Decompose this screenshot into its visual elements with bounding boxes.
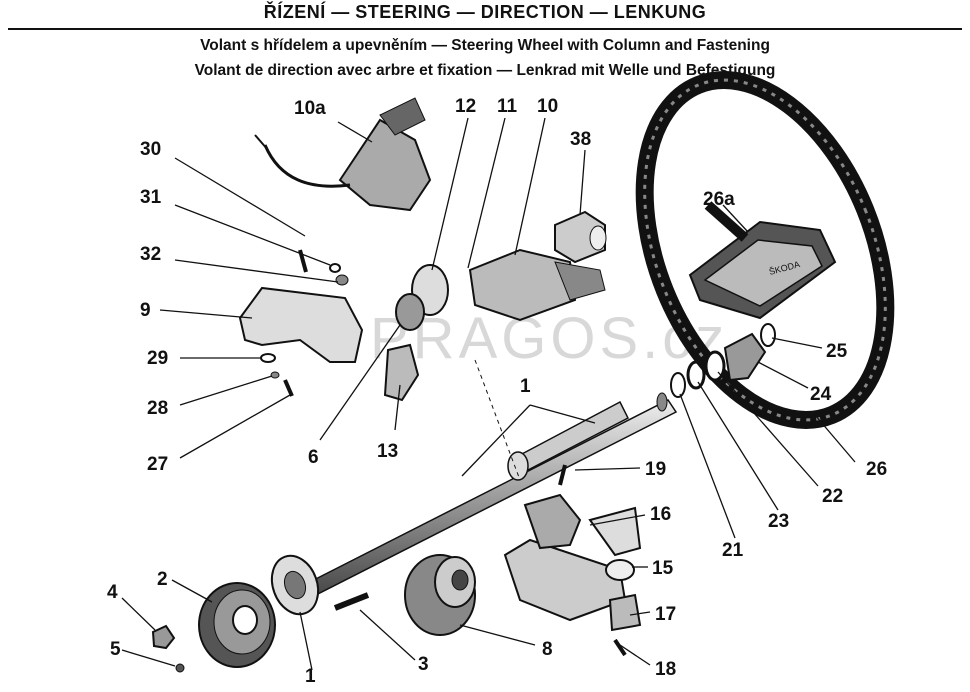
watermark: PRAGOS.cz (370, 306, 728, 371)
flange-disc (198, 582, 276, 668)
label-5: 5 (110, 639, 121, 660)
label-38: 38 (570, 129, 591, 150)
label-32: 32 (140, 244, 161, 265)
nut-24 (723, 332, 767, 382)
label-23: 23 (768, 511, 789, 532)
label-27: 27 (147, 454, 168, 475)
alignment-line (474, 359, 521, 481)
rubber-boot (404, 554, 476, 636)
label-16: 16 (650, 504, 671, 525)
label-10: 10 (537, 96, 558, 117)
pin-5 (175, 663, 185, 673)
label-31: 31 (140, 187, 162, 208)
steering-column (270, 392, 678, 616)
ring-25 (760, 323, 776, 347)
bracket (238, 249, 364, 397)
label-15: 15 (652, 558, 674, 579)
ignition-switch (254, 97, 432, 212)
label-25: 25 (826, 341, 848, 362)
label-6: 6 (308, 447, 319, 468)
page-title: ŘÍZENÍ — STEERING — DIRECTION — LENKUNG (263, 2, 707, 22)
label-19: 19 (645, 459, 666, 480)
label-13: 13 (377, 441, 398, 462)
label-29: 29 (147, 348, 168, 369)
subtitle-line-1: Volant s hřídelem a upevněním — Steering… (200, 37, 770, 54)
bolt-3 (333, 592, 370, 611)
label-4: 4 (107, 582, 118, 603)
label-17: 17 (655, 604, 676, 625)
label-24: 24 (810, 384, 832, 405)
lock-cylinder (554, 210, 607, 264)
page-header: ŘÍZENÍ — STEERING — DIRECTION — LENKUNG (0, 0, 970, 30)
switch-assembly (383, 248, 606, 402)
label-22: 22 (822, 486, 843, 507)
label-12: 12 (455, 96, 476, 117)
steering-wheel: ŠKODA (635, 71, 895, 429)
label-1-top: 1 (520, 376, 531, 397)
washer-23 (686, 360, 706, 390)
label-26: 26 (866, 459, 887, 480)
label-1-bottom: 1 (305, 666, 316, 687)
label-10a: 10a (294, 98, 326, 119)
header-rule (8, 28, 962, 30)
label-3: 3 (418, 654, 429, 675)
label-28: 28 (147, 398, 168, 419)
label-26a: 26a (703, 189, 735, 210)
label-9: 9 (140, 300, 151, 321)
nut-4 (151, 624, 176, 650)
label-18: 18 (655, 659, 676, 680)
label-8: 8 (542, 639, 553, 660)
subtitle-line-2: Volant de direction avec arbre et fixati… (194, 62, 776, 79)
label-21: 21 (722, 540, 744, 561)
part-labels: 10a 12 11 10 38 30 31 32 9 29 28 27 6 13… (107, 96, 887, 687)
label-11: 11 (497, 96, 518, 117)
label-30: 30 (140, 139, 161, 160)
lower-bracket (503, 464, 642, 657)
leader-lines (121, 117, 856, 671)
washer-21 (670, 372, 686, 398)
label-2: 2 (157, 569, 168, 590)
